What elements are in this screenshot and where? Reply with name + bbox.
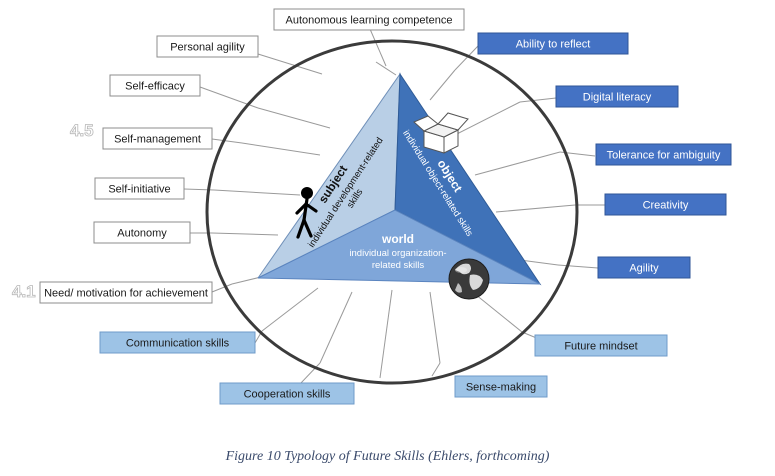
inner-spoke — [429, 291, 441, 364]
skill-box-frame — [94, 177, 185, 200]
leader-line — [557, 264, 599, 269]
skill-box-creativity: Creativity — [604, 193, 727, 216]
skill-label: Autonomy — [117, 228, 167, 240]
inner-spoke — [319, 291, 353, 364]
inner-spoke — [213, 189, 301, 196]
skill-label: Communication skills — [126, 338, 230, 350]
skill-box-agility: Agility — [597, 256, 691, 279]
skill-box-autonomy: Autonomy — [93, 221, 191, 244]
skill-box-autonomous-learning-competence: Autonomous learning competence — [273, 8, 465, 31]
inner-spoke — [474, 151, 561, 176]
skill-box-cooperation-skills: Cooperation skills — [219, 382, 355, 405]
skill-label: Self-efficacy — [125, 81, 185, 93]
leader-line — [431, 362, 441, 377]
skill-label: Creativity — [643, 200, 689, 212]
margin-mark-4-5: 4.5 — [70, 121, 94, 140]
box-icon — [413, 112, 469, 154]
figure-caption: Figure 10 Typology of Future Skills (Ehl… — [225, 449, 550, 464]
skill-box-communication-skills: Communication skills — [99, 331, 256, 354]
skill-box-self-management: Self-management — [102, 127, 213, 150]
skill-box-frame — [454, 375, 548, 398]
leader-line — [211, 283, 233, 293]
skill-box-future-mindset: Future mindset — [534, 334, 668, 357]
outer-circle — [205, 39, 579, 385]
skill-label: Agility — [629, 263, 659, 275]
margin-mark-4-1: 4.1 — [12, 282, 36, 301]
skill-label: Sense-making — [466, 382, 536, 394]
skill-box-tolerance-for-ambiguity: Tolerance for ambiguity — [595, 143, 732, 166]
inner-spoke — [519, 259, 559, 266]
skill-label: Self-management — [114, 134, 201, 146]
skill-label: Personal agility — [170, 42, 245, 54]
skill-box-frame — [109, 74, 201, 97]
skill-box-frame — [273, 8, 465, 31]
skill-label: Autonomous learning competence — [286, 15, 453, 27]
skill-box-sense-making: Sense-making — [454, 375, 548, 398]
leader-line — [519, 97, 557, 103]
skill-box-frame — [534, 334, 668, 357]
skill-box-frame — [99, 331, 256, 354]
skill-box-ability-to-reflect: Ability to reflect — [477, 32, 629, 55]
inner-spoke — [429, 69, 456, 101]
skill-box-frame — [595, 143, 732, 166]
skill-box-frame — [555, 85, 679, 108]
world-subtitle-line-1: individual organization- — [349, 248, 446, 259]
world-title: world — [381, 232, 414, 246]
skill-box-frame — [156, 35, 259, 58]
skill-box-digital-literacy: Digital literacy — [555, 85, 679, 108]
skill-label: Tolerance for ambiguity — [607, 150, 721, 162]
inner-spoke — [241, 142, 321, 156]
inner-spoke — [495, 204, 576, 213]
leader-line — [454, 45, 479, 71]
skill-box-frame — [477, 32, 629, 55]
skill-label: Future mindset — [564, 341, 637, 353]
leader-line — [257, 53, 323, 75]
skill-box-need-motivation-for-achievement: Need/ motivation for achievement — [39, 281, 213, 304]
skill-box-personal-agility: Personal agility — [156, 35, 259, 58]
skill-box-frame — [39, 281, 213, 304]
inner-spoke — [379, 289, 393, 379]
inner-spoke — [261, 287, 319, 332]
inner-spoke — [257, 107, 331, 129]
globe-icon — [448, 258, 490, 300]
skill-label: Ability to reflect — [516, 39, 591, 51]
skill-label: Self-initiative — [108, 184, 170, 196]
inner-spoke — [375, 61, 397, 76]
leader-line — [369, 28, 387, 67]
skill-box-frame — [102, 127, 213, 150]
skill-box-frame — [93, 221, 191, 244]
skill-label: Need/ motivation for achievement — [44, 288, 208, 300]
leader-line — [211, 138, 243, 144]
person-icon — [295, 187, 318, 239]
inner-spoke — [211, 232, 279, 236]
skill-label: Digital literacy — [583, 92, 652, 104]
skill-box-frame — [604, 193, 727, 216]
skill-label: Cooperation skills — [244, 389, 331, 401]
skill-box-self-initiative: Self-initiative — [94, 177, 185, 200]
world-subtitle-line-2: related skills — [372, 260, 425, 271]
skill-box-frame — [219, 382, 355, 405]
leader-line — [299, 362, 321, 385]
skill-box-frame — [597, 256, 691, 279]
skill-box-self-efficacy: Self-efficacy — [109, 74, 201, 97]
